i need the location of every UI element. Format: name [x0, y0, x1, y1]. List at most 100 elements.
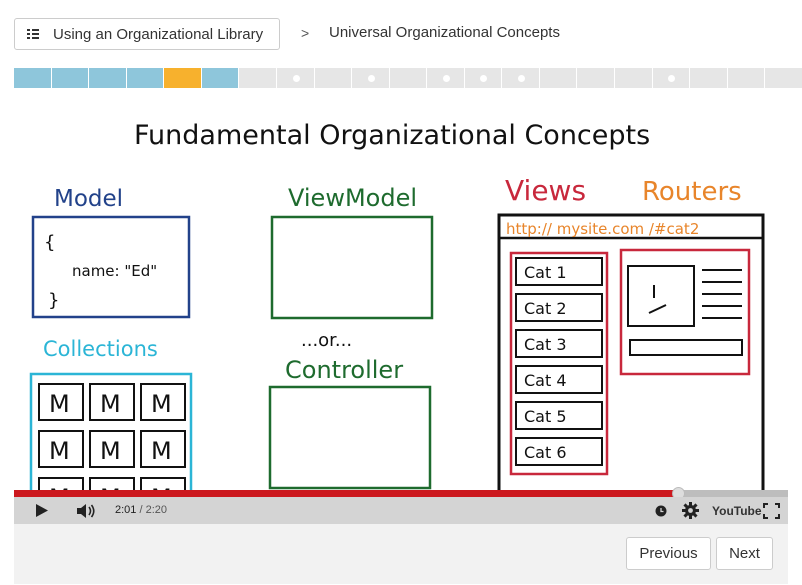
collection-cell-label: M	[49, 437, 70, 465]
breadcrumb-separator: >	[301, 25, 310, 41]
quiz-marker-icon	[480, 75, 488, 82]
player-controls: 2:01 / 2:20 YouTube	[14, 497, 788, 524]
volume-icon[interactable]	[76, 504, 96, 518]
youtube-logo[interactable]: YouTube	[712, 503, 762, 519]
routers-label: Routers	[642, 177, 742, 207]
cat-list-box	[509, 251, 609, 476]
youtube-label: YouTube	[712, 504, 762, 518]
slide-title: Fundamental Organizational Concepts	[134, 120, 650, 151]
cat-item	[515, 437, 603, 466]
time-separator: /	[136, 504, 146, 516]
total-time: 2:20	[145, 504, 168, 516]
previous-button[interactable]: Previous	[626, 537, 711, 570]
cat-item-label: Cat 1	[524, 263, 567, 282]
collection-cell	[140, 430, 186, 468]
progress-segment-6[interactable]	[201, 68, 239, 88]
quiz-marker-icon	[668, 75, 676, 82]
progress-segment-3[interactable]	[89, 68, 126, 88]
collection-cell-label: M	[100, 390, 121, 418]
lesson-menu-button[interactable]: Using an Organizational Library	[14, 18, 280, 50]
model-box	[31, 215, 191, 319]
slide-drawing: Fundamental Organizational Concepts Mode…	[29, 120, 765, 524]
progress-segment-8[interactable]	[276, 68, 314, 88]
progress-segment-15[interactable]	[539, 68, 577, 88]
cat-item	[515, 257, 603, 286]
progress-segment-20[interactable]	[727, 68, 765, 88]
browser-window	[497, 213, 765, 524]
video-frame[interactable]: Fundamental Organizational Concepts Mode…	[14, 88, 788, 524]
lesson-nav: Previous Next	[14, 524, 788, 584]
progress-segment-9[interactable]	[314, 68, 352, 88]
progress-segment-11[interactable]	[389, 68, 427, 88]
section-title: Universal Organizational Concepts	[329, 24, 560, 41]
detail-box	[619, 248, 751, 376]
current-time: 2:01	[115, 504, 137, 516]
cat-item	[515, 365, 603, 394]
fullscreen-icon[interactable]	[763, 503, 780, 519]
list-icon	[27, 29, 39, 39]
url-text: http:// mysite.com /#cat2	[506, 220, 699, 238]
progress-segment-10[interactable]	[352, 68, 389, 88]
controller-label: Controller	[285, 356, 403, 384]
views-label: Views	[505, 174, 586, 207]
collection-cell-label: M	[100, 437, 121, 465]
gear-icon[interactable]	[682, 502, 699, 519]
progress-segment-16[interactable]	[577, 68, 614, 88]
model-label: Model	[54, 186, 123, 212]
collections-label: Collections	[43, 337, 158, 361]
detail-face-line2	[648, 304, 667, 314]
progress-segment-19[interactable]	[690, 68, 727, 88]
controller-box	[268, 385, 432, 490]
next-button[interactable]: Next	[716, 537, 773, 570]
progress-segment-12[interactable]	[427, 68, 464, 88]
video-scrubber[interactable]	[14, 487, 788, 500]
collection-cell	[89, 383, 135, 421]
quiz-marker-icon	[442, 75, 450, 82]
watch-later-icon[interactable]	[655, 505, 667, 517]
detail-image	[627, 265, 695, 327]
model-code-body: name: "Ed"	[72, 262, 157, 280]
cat-item-label: Cat 2	[524, 299, 567, 318]
collection-cell-label: M	[49, 390, 70, 418]
played-progress	[14, 490, 679, 497]
viewmodel-box	[270, 215, 434, 320]
cat-item	[515, 401, 603, 430]
progress-segment-18[interactable]	[652, 68, 690, 88]
cat-item-label: Cat 4	[524, 371, 567, 390]
collection-cell-label: M	[151, 390, 172, 418]
cat-item-label: Cat 5	[524, 407, 567, 426]
header: Using an Organizational Library > Univer…	[0, 0, 802, 68]
time-display: 2:01 / 2:20	[115, 504, 167, 516]
model-code-close: }	[48, 290, 59, 311]
cat-item	[515, 293, 603, 322]
collection-cell	[38, 383, 84, 421]
collection-cell	[140, 383, 186, 421]
collections-box	[29, 372, 193, 524]
progress-segment-21[interactable]	[765, 68, 802, 88]
viewmodel-label: ViewModel	[288, 184, 417, 212]
quiz-marker-icon	[292, 75, 300, 82]
quiz-marker-icon	[517, 75, 525, 82]
or-label: ...or...	[301, 330, 352, 351]
quiz-marker-icon	[367, 75, 375, 82]
play-icon[interactable]	[35, 503, 49, 518]
progress-segment-4[interactable]	[126, 68, 164, 88]
cat-list: Cat 1 Cat 2 Cat 3 Cat 4 Cat 5 Cat 6	[515, 257, 603, 466]
model-code-open: {	[44, 232, 55, 253]
progress-segment-7[interactable]	[239, 68, 276, 88]
collection-cell-label: M	[151, 437, 172, 465]
detail-text-lines	[702, 269, 742, 319]
cat-item-label: Cat 6	[524, 443, 567, 462]
cat-item-label: Cat 3	[524, 335, 567, 354]
progress-segment-2[interactable]	[51, 68, 89, 88]
detail-bar	[629, 339, 743, 356]
progress-segment-1[interactable]	[14, 68, 51, 88]
cat-item	[515, 329, 603, 358]
progress-segment-13[interactable]	[464, 68, 502, 88]
progress-segment-14[interactable]	[502, 68, 539, 88]
collection-cell	[89, 430, 135, 468]
progress-segment-5[interactable]	[164, 68, 201, 88]
lesson-label: Using an Organizational Library	[53, 25, 264, 43]
collection-cell	[38, 430, 84, 468]
progress-segment-17[interactable]	[615, 68, 652, 88]
